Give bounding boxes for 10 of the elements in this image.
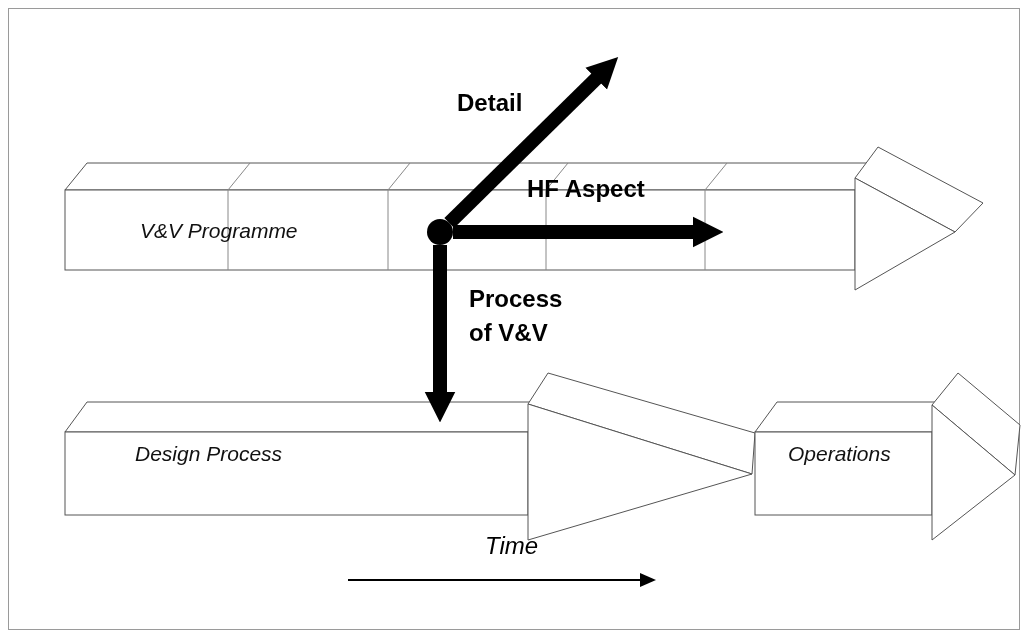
arrow-label: Operations [788,442,891,466]
edge-label: Process of V&V [469,284,564,348]
axis-label: Time [485,532,539,560]
arrow-label: V&V Programme [140,219,298,243]
thick-arrow [444,57,619,228]
arrow-label: Design Process [135,442,283,466]
thick-arrow [453,216,724,248]
edge-label: Detail [457,88,523,118]
thick-arrow [424,245,456,423]
edge-label: HF Aspect [527,174,645,204]
